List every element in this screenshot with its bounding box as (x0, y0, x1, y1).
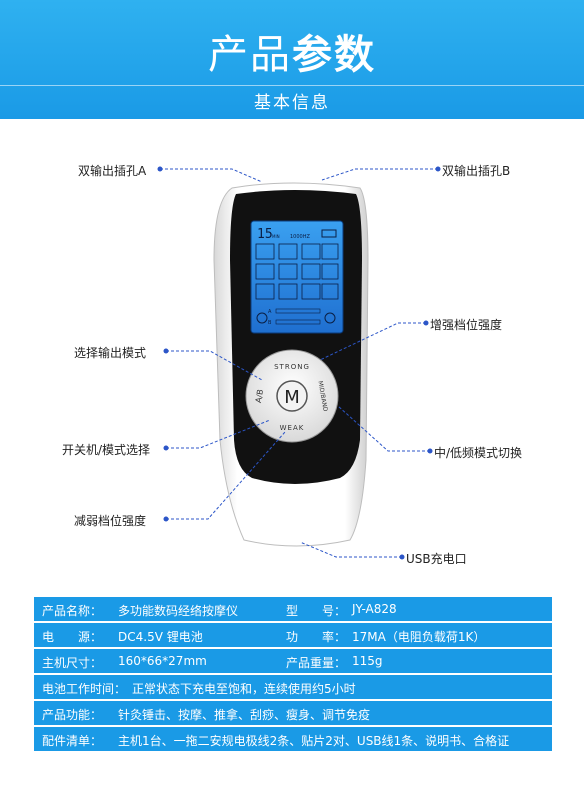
center-button-label: M (284, 387, 300, 408)
spec-key: 产品名称： (42, 604, 103, 618)
callout-dots (157, 166, 441, 560)
spec-value: 17MA（电阻负载荷1K） (352, 630, 486, 644)
spec-value: DC4.5V 锂电池 (118, 630, 203, 644)
spec-row-battery: 电池工作时间： 正常状态下充电至饱和，连续使用约5小时 (34, 675, 552, 699)
spec-key: 型 号： (286, 604, 347, 618)
spec-key: 产品功能： (42, 708, 103, 722)
lcd-min: MIN (272, 234, 280, 239)
lcd-level-bar-b (275, 319, 321, 325)
spec-row-name: 产品名称： 多功能数码经络按摩仪 型 号： JY-A828 (34, 597, 552, 621)
page-title: 产品参数 (0, 22, 584, 80)
label-power: 开关机/模式选择 (62, 443, 151, 457)
strong-button-label: STRONG (274, 363, 310, 371)
spec-key: 功 率： (286, 630, 347, 644)
lcd-freq: 1000HZ (290, 234, 310, 240)
center-button (276, 380, 308, 412)
spec-value: 正常状态下充电至饱和，连续使用约5小时 (132, 682, 356, 696)
label-weaken: 减弱档位强度 (74, 514, 147, 528)
label-output-b: 双输出插孔B (442, 164, 511, 178)
callout-lines (160, 168, 438, 558)
label-strong: 增强档位强度 (430, 318, 503, 332)
spec-row-function: 产品功能： 针灸锤击、按摩、推拿、刮痧、瘦身、调节免疫 (34, 701, 552, 725)
spec-key: 主机尺寸： (42, 656, 103, 670)
header-divider (0, 85, 584, 86)
spec-value: 160*66*27mm (118, 654, 207, 668)
label-usb: USB充电口 (406, 552, 467, 566)
title-part1: 产品 (208, 32, 292, 78)
spec-key: 电池工作时间： (42, 682, 127, 696)
battery-icon (321, 229, 337, 238)
lcd-level-bar-a (275, 308, 321, 314)
spec-value: 多功能数码经络按摩仪 (118, 604, 239, 618)
label-select-mode: 选择输出模式 (74, 346, 147, 360)
weak-button-label: WEAK (280, 424, 305, 432)
label-mid-low: 中/低频模式切换 (434, 446, 523, 460)
spec-row-accessories: 配件清单： 主机1台、一拖二安规电极线2条、贴片2对、USB线1条、说明书、合格… (34, 727, 552, 751)
lcd-plus-icon (324, 312, 336, 324)
spec-row-power: 电 源： DC4.5V 锂电池 功 率： 17MA（电阻负载荷1K） (34, 623, 552, 647)
spec-value: 主机1台、一拖二安规电极线2条、贴片2对、USB线1条、说明书、合格证 (118, 734, 510, 748)
spec-key: 配件清单： (42, 734, 103, 748)
lcd-minus-icon (256, 312, 268, 324)
spec-key: 电 源： (42, 630, 103, 644)
spec-value: JY-A828 (352, 602, 397, 616)
lcd-mode-grid (255, 243, 339, 300)
section-subtitle: 基本信息 (254, 93, 330, 113)
spec-value: 针灸锤击、按摩、推拿、刮痧、瘦身、调节免疫 (118, 708, 371, 722)
lcd-channel-a: A (268, 309, 272, 315)
ab-button-label: A/B (254, 389, 265, 404)
label-output-a: 双输出插孔A (78, 164, 147, 178)
spec-key: 产品重量： (286, 656, 347, 670)
spec-row-size: 主机尺寸： 160*66*27mm 产品重量： 115g (34, 649, 552, 673)
lcd-number: 15 (257, 227, 273, 242)
header-banner: 产品参数 基本信息 (0, 0, 584, 119)
lcd-channel-b: B (268, 320, 272, 326)
title-part2: 参数 (292, 32, 376, 78)
spec-value: 115g (352, 654, 383, 668)
